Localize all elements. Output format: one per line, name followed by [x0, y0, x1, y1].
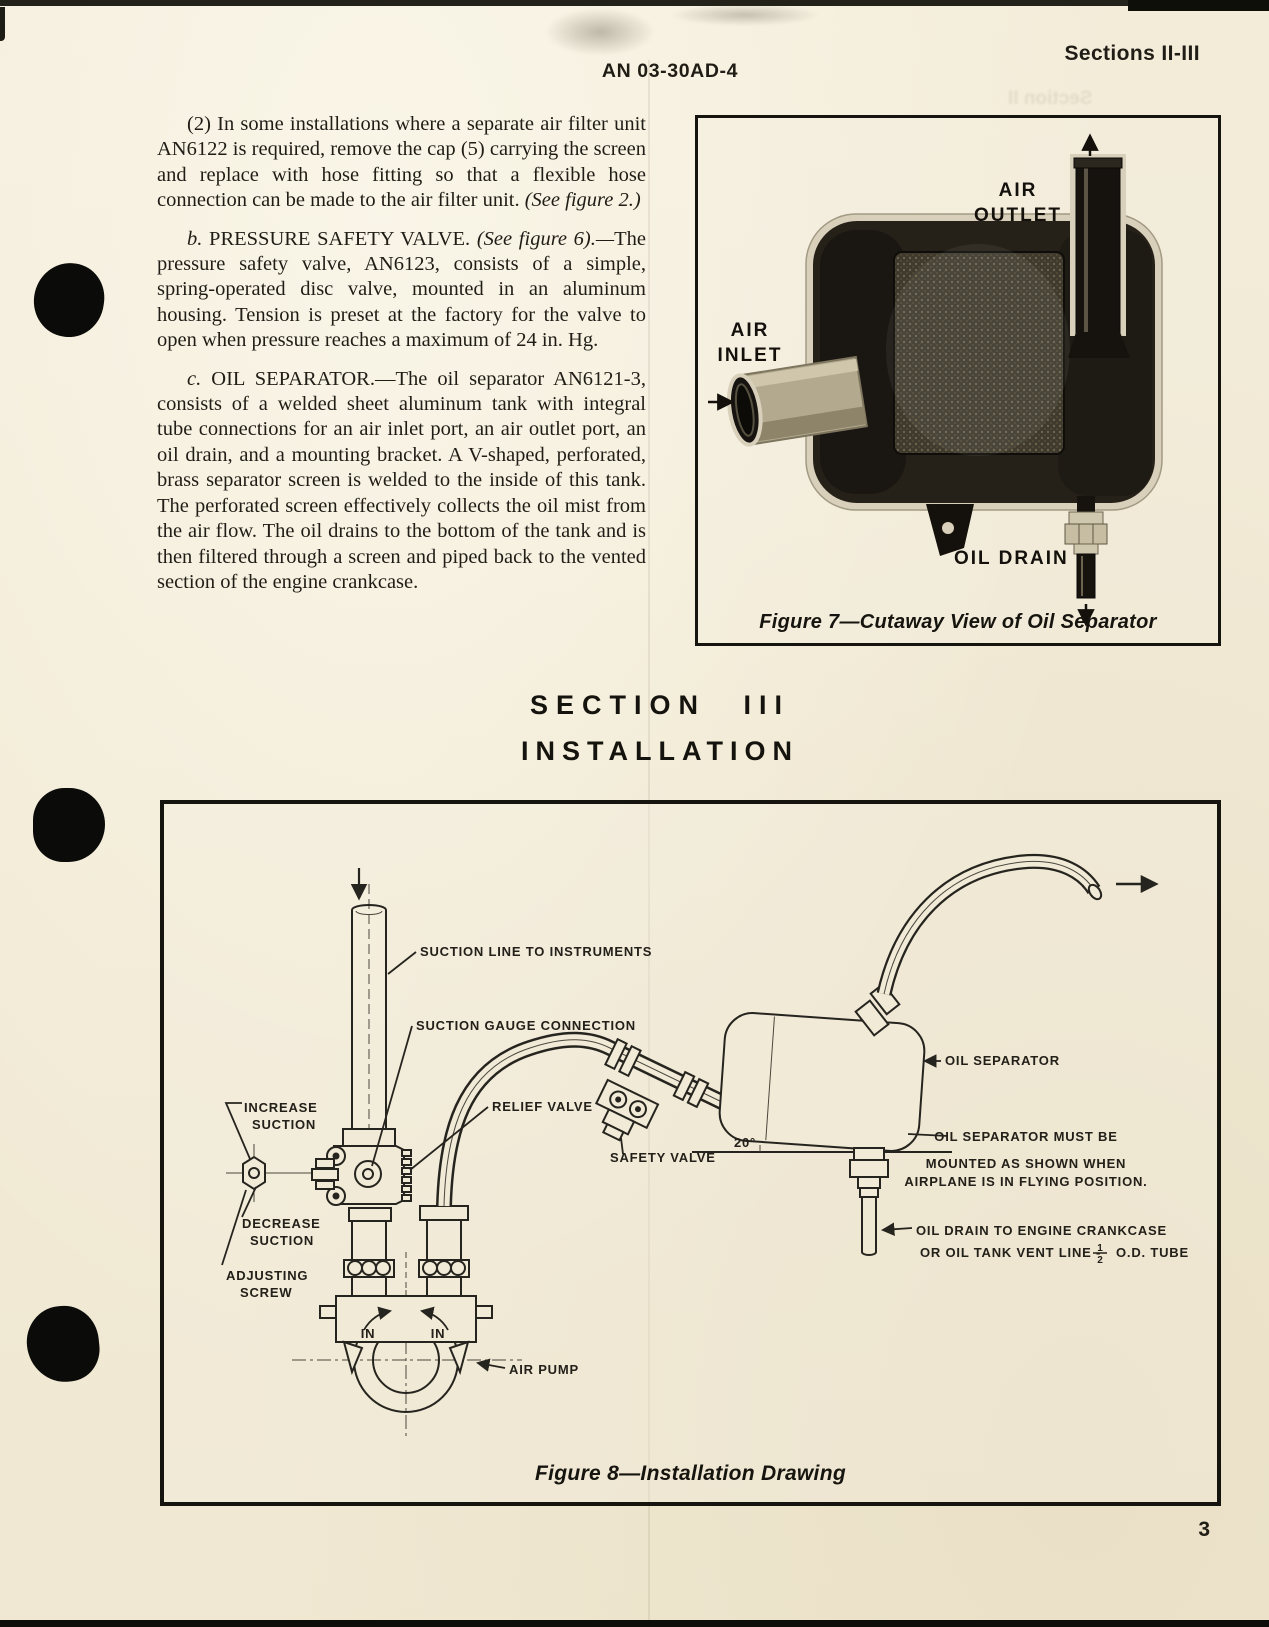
leader-oil-drain [880, 1222, 913, 1236]
air-inlet-label-line2: INLET [718, 345, 783, 366]
mount-note-line3: AIRPLANE IS IN FLYING POSITION. [904, 1174, 1147, 1189]
leader-relief [409, 1106, 489, 1171]
bleed-through-text: Section II [1008, 88, 1093, 109]
page-number: 3 [1198, 1518, 1210, 1541]
air-outlet-label-line1: AIR [999, 180, 1038, 201]
leader-increase [224, 1102, 251, 1160]
outlet-pipe-rim [1073, 157, 1123, 169]
hose-outline [436, 1031, 728, 1207]
paragraph-b-title: PRESSURE SAFETY VALVE. [202, 227, 477, 250]
paragraph-c: c. OIL SEPARATOR.—The oil separator AN61… [157, 367, 646, 596]
section-heading: SECTION III [529, 690, 791, 720]
rotation-arrow-left [363, 1306, 392, 1331]
outlet-tube-end [1087, 883, 1103, 901]
drain-assembly [1064, 496, 1108, 599]
mount-note-line2: MOUNTED AS SHOWN WHEN [926, 1156, 1126, 1171]
hose-ferrules [604, 1037, 710, 1109]
suction-gauge-port [354, 1160, 382, 1188]
separator-drain [849, 1147, 889, 1256]
inlet-tube [726, 355, 868, 447]
air-outlet-label-line2: OUTLET [974, 205, 1062, 226]
adjusting-screw-label-2: SCREW [240, 1285, 292, 1300]
outlet-pipe [1075, 157, 1121, 347]
outlet-pipe-flare [1068, 332, 1130, 358]
header-sections: Sections II-III [1064, 42, 1200, 65]
figure8-caption: Figure 8—Installation Drawing [535, 1462, 846, 1485]
pencil-smudge [670, 4, 820, 26]
paragraph-b-text: The pressure safety valve, AN6123, consi… [157, 227, 646, 352]
figure7-cutaway-drawing: AIR OUTLET AIR INLET OIL DRAIN [708, 133, 1163, 627]
figure7-caption: Figure 7—Cutaway View of Oil Separator [759, 611, 1157, 633]
oil-drain-label: OIL DRAIN [954, 548, 1069, 569]
figure8-box: IN IN [160, 800, 1221, 1506]
oil-separator-label: OIL SEPARATOR [945, 1053, 1060, 1068]
oil-separator-tank [718, 1012, 926, 1152]
oil-drain-note-line2a: OR OIL TANK VENT LINE - [920, 1245, 1101, 1260]
pencil-smudge [545, 8, 655, 56]
paragraph-b: b. PRESSURE SAFETY VALVE. (See figure 6)… [157, 227, 646, 354]
leader-air-pump [476, 1358, 506, 1372]
oil-drain-note-line1: OIL DRAIN TO ENGINE CRANKCASE [916, 1223, 1167, 1238]
punch-hole [33, 788, 105, 862]
scan-edge-left-nick [0, 7, 5, 41]
oil-drain-note-line2b: O.D. TUBE [1116, 1245, 1189, 1260]
pump-inlet-tubes [343, 1205, 470, 1297]
punch-hole [29, 258, 109, 342]
leader-mount-note [907, 1133, 949, 1137]
mount-note-line1: OIL SEPARATOR MUST BE [934, 1129, 1117, 1144]
increase-suction-label-1: INCREASE [244, 1100, 318, 1115]
paragraph-2-citation: (See figure 2.) [524, 189, 641, 212]
relief-valve-label: RELIEF VALVE [492, 1099, 593, 1114]
scan-edge-top [0, 0, 1269, 6]
adjusting-screw [242, 1155, 266, 1191]
rotation-arrow-right [420, 1306, 449, 1331]
hose-seam [443, 1039, 725, 1207]
adjusting-screw-label-1: ADJUSTING [226, 1268, 308, 1283]
doc-number: AN 03-30AD-4 [601, 60, 739, 82]
leader-suction-line [387, 951, 417, 975]
figure8-installation-drawing: IN IN [221, 853, 1189, 1438]
outlet-tube-seam [883, 860, 1095, 995]
increase-suction-label-2: SUCTION [252, 1117, 316, 1132]
safety-valve-label: SAFETY VALVE [610, 1150, 716, 1165]
separator-screen [893, 251, 1065, 455]
page-crease [648, 60, 650, 1620]
decrease-suction-label-2: SUCTION [250, 1233, 314, 1248]
scan-edge-top-right [1128, 0, 1269, 11]
air-pump-body [319, 1295, 493, 1413]
bracket-hole [942, 522, 954, 534]
paragraph-b-lead: b. [187, 227, 203, 250]
leader-adjusting [221, 1189, 247, 1266]
suction-line-label: SUCTION LINE TO INSTRUMENTS [420, 944, 652, 959]
body-text-column: (2) In some installations where a separa… [157, 112, 646, 608]
decrease-suction-label-1: DECREASE [242, 1216, 321, 1231]
in-label-right: IN [431, 1326, 446, 1341]
drain-fraction-denominator: 2 [1097, 1255, 1103, 1266]
air-pump-label: AIR PUMP [509, 1362, 579, 1377]
in-label-left: IN [361, 1326, 376, 1341]
scan-edge-bottom [0, 1620, 1269, 1627]
suction-gauge-label: SUCTION GAUGE CONNECTION [416, 1018, 636, 1033]
punch-hole [23, 1302, 103, 1386]
outlet-tube-fill [878, 856, 1099, 996]
leader-decrease [241, 1186, 257, 1218]
paragraph-2: (2) In some installations where a separa… [157, 112, 646, 214]
figure7-box: AIR OUTLET AIR INLET OIL DRAIN Figure 7—… [695, 115, 1221, 646]
relief-valve-body [311, 1145, 412, 1222]
paragraph-2-text: (2) In some installations where a separa… [157, 113, 646, 212]
installation-heading: INSTALLATION [521, 736, 799, 766]
leader-suction-gauge [371, 1025, 413, 1167]
paragraph-c-text: —The oil separator AN6121-3, consists of… [157, 367, 646, 593]
air-inlet-label-line1: AIR [731, 320, 770, 341]
angle-label: 20° [734, 1135, 756, 1150]
paragraph-c-title: OIL SEPARATOR. [201, 367, 375, 390]
screen-sheen [886, 244, 1070, 456]
paragraph-c-lead: c. [187, 367, 202, 390]
leader-safety [620, 1137, 624, 1155]
drain-fraction-numerator: 1 [1097, 1243, 1103, 1254]
safety-valve-body [594, 1078, 660, 1142]
paragraph-b-citation: (See figure 6).— [476, 227, 615, 250]
